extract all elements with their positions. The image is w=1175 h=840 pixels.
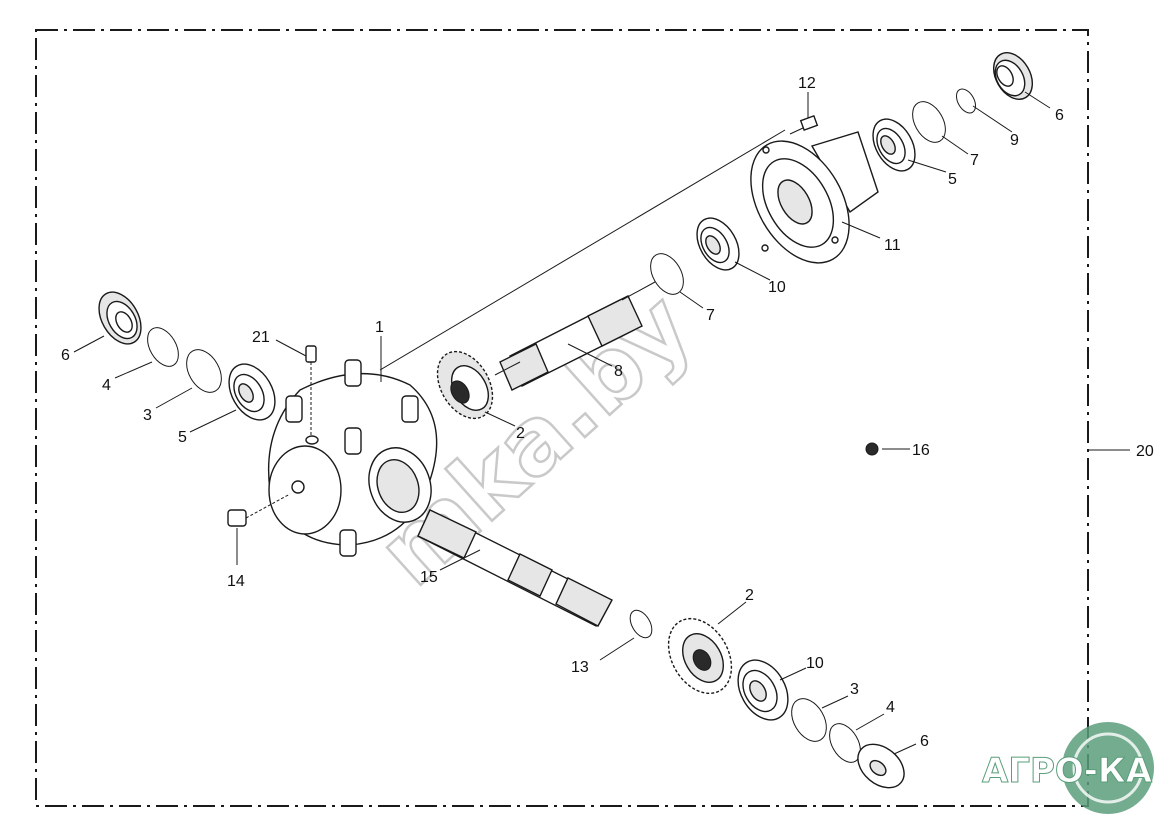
part-3-oring-lower xyxy=(791,698,827,742)
callout-1: 1 xyxy=(375,319,384,336)
brand-logo: АГРО-КА xyxy=(982,722,1154,814)
assembly-line-shaft xyxy=(621,281,656,301)
part-11-flange-housing xyxy=(750,131,879,264)
part-7-oring-mid xyxy=(650,253,684,295)
part-10-bearing-lower xyxy=(737,659,789,721)
callout-5-left: 5 xyxy=(178,429,187,446)
assembly-line-gear xyxy=(494,361,521,376)
assembly-frame xyxy=(35,29,1089,807)
part-7-oring-top xyxy=(912,101,946,143)
part-6-seal-left xyxy=(98,291,142,345)
part-5-bearing-left xyxy=(228,363,276,421)
callout-13: 13 xyxy=(571,659,589,676)
callout-15: 15 xyxy=(420,569,438,586)
part-6-seal-top xyxy=(992,52,1034,100)
callout-5-top: 5 xyxy=(948,171,957,188)
callout-7-mid: 7 xyxy=(706,307,715,324)
callout-8: 8 xyxy=(614,363,623,380)
callout-3-lower: 3 xyxy=(850,681,859,698)
part-6-cap-lower xyxy=(857,743,905,789)
part-12-bolt xyxy=(789,115,819,135)
callout-2-upper: 2 xyxy=(516,425,525,442)
part-8-shaft xyxy=(499,295,643,391)
callout-6-top: 6 xyxy=(1055,107,1064,124)
part-13-ring xyxy=(629,609,653,639)
callout-10-lower: 10 xyxy=(806,655,824,672)
assembly-line-upper xyxy=(379,129,786,371)
part-3-oring-left xyxy=(186,349,222,393)
callout-21: 21 xyxy=(252,329,270,346)
callout-4-lower: 4 xyxy=(886,699,895,716)
callout-16: 16 xyxy=(912,442,930,459)
callout-20: 20 xyxy=(1136,443,1154,460)
leader-lines xyxy=(73,91,1130,755)
part-10-bearing-upper xyxy=(696,217,740,271)
part-15-main-shaft xyxy=(417,509,613,627)
callout-4-left: 4 xyxy=(102,377,111,394)
part-2-gear-upper xyxy=(436,350,494,420)
part-16-ball xyxy=(865,442,879,456)
callout-11: 11 xyxy=(884,237,901,254)
callouts: 1 2 2 3 3 4 4 5 5 6 6 6 7 7 8 9 10 10 11… xyxy=(61,75,1154,750)
part-1-gearbox-housing xyxy=(267,359,438,557)
part-5-bearing-top xyxy=(872,118,916,172)
callout-10-upper: 10 xyxy=(768,279,786,296)
part-9-snap-ring xyxy=(956,88,976,114)
callout-2-lower: 2 xyxy=(745,587,754,604)
callout-7-top: 7 xyxy=(970,152,979,169)
part-4-circlip-left xyxy=(147,327,179,367)
part-14-plug xyxy=(227,493,291,527)
callout-14: 14 xyxy=(227,573,245,590)
callout-6-lower: 6 xyxy=(920,733,929,750)
callout-3-left: 3 xyxy=(143,407,152,424)
callout-12: 12 xyxy=(798,75,816,92)
logo-text: АГРО-КА xyxy=(982,751,1153,791)
part-21-grease-nipple xyxy=(305,345,317,436)
part-4-circlip-lower xyxy=(829,723,861,763)
part-2-gear-lower xyxy=(667,617,733,695)
callout-6-left: 6 xyxy=(61,347,70,364)
callout-9: 9 xyxy=(1010,132,1019,149)
